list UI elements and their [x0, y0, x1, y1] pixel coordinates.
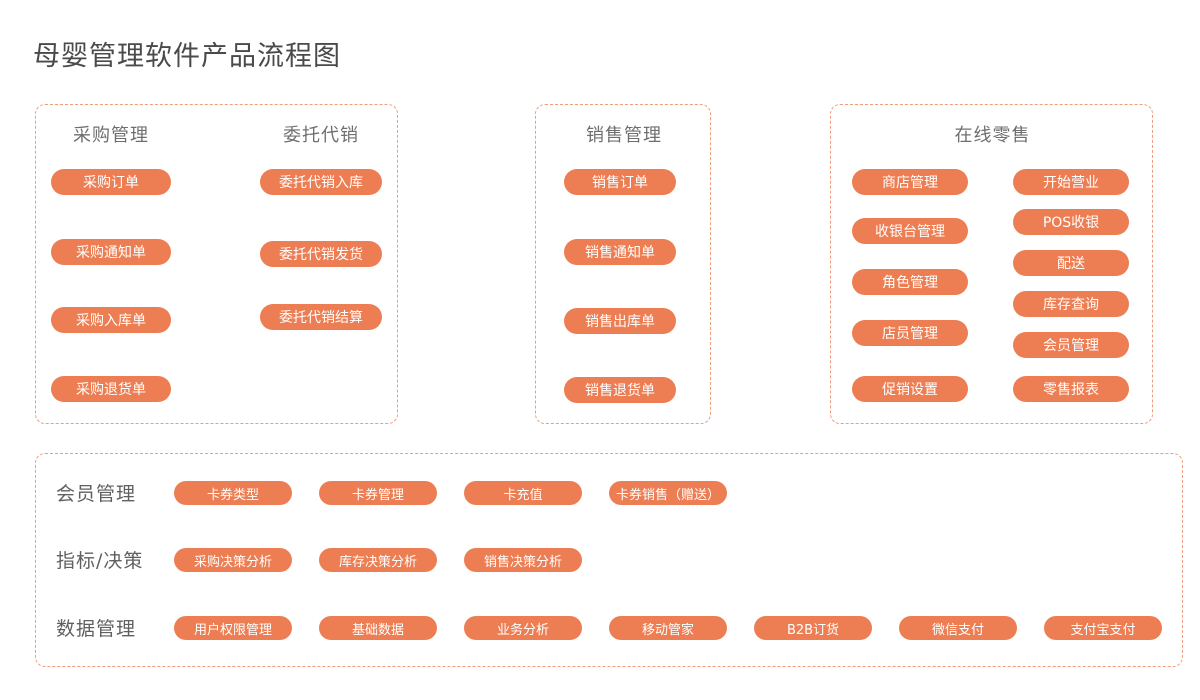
row-label-data-management: 数据管理	[56, 618, 137, 640]
panel-bottom-management: 会员管理 卡券类型 卡券管理 卡充值 卡券销售（赠送） 指标/决策 采购决策分析…	[35, 453, 1183, 667]
node-card-recharge: 卡充值	[464, 481, 582, 505]
node-retail-report: 零售报表	[1013, 376, 1129, 402]
node-purchase-order: 采购订单	[51, 169, 171, 195]
node-card-coupon-sale-gift: 卡券销售（赠送）	[609, 481, 727, 505]
row-indicators-decision: 采购决策分析 库存决策分析 销售决策分析	[174, 548, 582, 572]
section-header-consignment: 委托代销	[283, 125, 359, 146]
node-consignment-settlement: 委托代销结算	[260, 304, 382, 330]
row-label-indicators-decision: 指标/决策	[56, 550, 144, 572]
node-purchase-return: 采购退货单	[51, 376, 171, 402]
node-sales-notice: 销售通知单	[564, 239, 676, 265]
node-inventory-query: 库存查询	[1013, 291, 1129, 317]
node-cashier-desk-management: 收银台管理	[852, 218, 968, 244]
panel-online-retail: 在线零售 商店管理 收银台管理 角色管理 店员管理 促销设置 开始营业 POS收…	[830, 104, 1153, 424]
node-sales-order: 销售订单	[564, 169, 676, 195]
node-sales-outbound: 销售出库单	[564, 308, 676, 334]
node-card-coupon-type: 卡券类型	[174, 481, 292, 505]
node-purchase-notice: 采购通知单	[51, 239, 171, 265]
node-pos-cashier: POS收银	[1013, 209, 1129, 235]
node-business-analysis: 业务分析	[464, 616, 582, 640]
node-member-management: 会员管理	[1013, 332, 1129, 358]
row-data-management: 用户权限管理 基础数据 业务分析 移动管家 B2B订货 微信支付 支付宝支付	[174, 616, 1162, 640]
node-alipay-pay: 支付宝支付	[1044, 616, 1162, 640]
node-wechat-pay: 微信支付	[899, 616, 1017, 640]
node-sales-return: 销售退货单	[564, 377, 676, 403]
node-consignment-inbound: 委托代销入库	[260, 169, 382, 195]
node-open-business: 开始营业	[1013, 169, 1129, 195]
node-role-management: 角色管理	[852, 269, 968, 295]
node-sales-decision-analysis: 销售决策分析	[464, 548, 582, 572]
panel-procurement-consignment: 采购管理 委托代销 采购订单 采购通知单 采购入库单 采购退货单 委托代销入库 …	[35, 104, 398, 424]
node-mobile-manager: 移动管家	[609, 616, 727, 640]
node-purchase-decision-analysis: 采购决策分析	[174, 548, 292, 572]
node-b2b-ordering: B2B订货	[754, 616, 872, 640]
node-clerk-management: 店员管理	[852, 320, 968, 346]
node-store-management: 商店管理	[852, 169, 968, 195]
panel-sales: 销售管理 销售订单 销售通知单 销售出库单 销售退货单	[535, 104, 711, 424]
row-member-management: 卡券类型 卡券管理 卡充值 卡券销售（赠送）	[174, 481, 727, 505]
node-purchase-inbound: 采购入库单	[51, 307, 171, 333]
node-promotion-settings: 促销设置	[852, 376, 968, 402]
row-label-member-management: 会员管理	[56, 483, 137, 505]
section-header-procurement: 采购管理	[73, 125, 149, 146]
node-delivery: 配送	[1013, 250, 1129, 276]
node-consignment-shipping: 委托代销发货	[260, 241, 382, 267]
node-user-permission-management: 用户权限管理	[174, 616, 292, 640]
page-title: 母婴管理软件产品流程图	[33, 41, 341, 72]
section-header-sales: 销售管理	[586, 125, 662, 146]
node-inventory-decision-analysis: 库存决策分析	[319, 548, 437, 572]
section-header-online-retail: 在线零售	[954, 125, 1031, 146]
node-card-coupon-management: 卡券管理	[319, 481, 437, 505]
node-basic-data: 基础数据	[319, 616, 437, 640]
